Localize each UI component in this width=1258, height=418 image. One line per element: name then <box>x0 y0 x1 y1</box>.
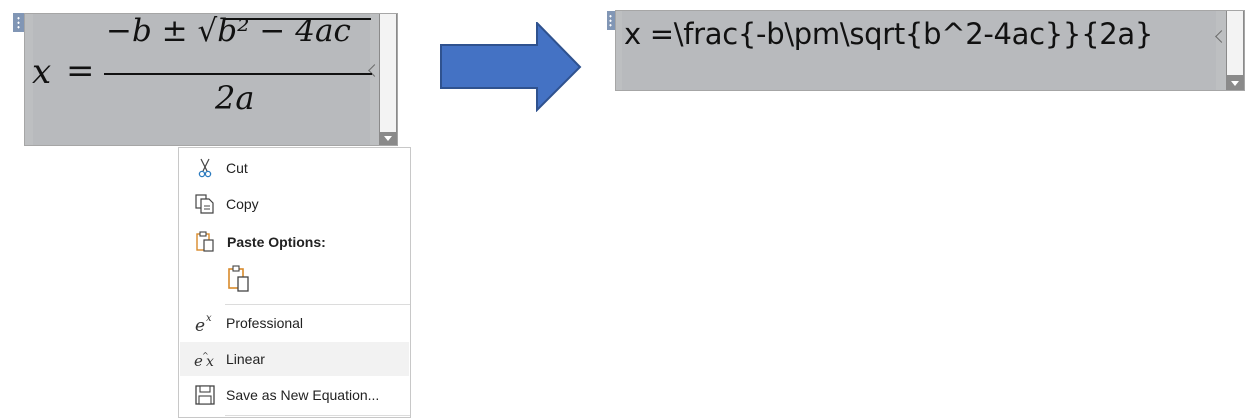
equation-context-menu: Cut Copy Paste Options: e x Professional <box>178 147 411 418</box>
menu-label-save-equation: Save as New Equation... <box>226 387 380 403</box>
clipboard-icon <box>196 231 214 252</box>
svg-text:x: x <box>206 313 212 324</box>
save-icon <box>195 385 215 405</box>
equation-content-area[interactable] <box>33 14 370 145</box>
equation-variable-x: x <box>32 52 52 92</box>
menu-label-paste-options: Paste Options: <box>227 234 326 250</box>
menu-label-linear: Linear <box>226 351 265 367</box>
equation-box-linear[interactable] <box>615 10 1245 91</box>
equation-denominator: 2a <box>215 79 255 117</box>
equation-drag-handle[interactable] <box>13 13 24 32</box>
menu-item-linear[interactable]: e ^ x Linear <box>180 342 409 376</box>
fraction-bar <box>104 73 372 75</box>
linear-equation-text: x =\frac{-b\pm\sqrt{b^2-4ac}}{2a} <box>624 17 1153 51</box>
menu-item-copy[interactable]: Copy <box>180 187 409 221</box>
equation-options-dropdown-icon[interactable] <box>384 136 392 141</box>
linear-equation-options-bar[interactable] <box>1226 11 1244 90</box>
menu-label-cut: Cut <box>226 160 248 176</box>
svg-text:x: x <box>206 354 214 370</box>
menu-separator-bottom <box>225 415 410 416</box>
svg-text:e: e <box>194 352 203 370</box>
equation-options-bar[interactable] <box>379 14 397 145</box>
sqrt-overline <box>223 18 371 20</box>
linear-format-icon: e ^ x <box>194 351 214 370</box>
right-arrow-icon <box>440 22 582 112</box>
scissors-icon <box>198 158 212 178</box>
equation-equals: = <box>66 51 95 91</box>
equation-numerator: −b ± √b² − 4ac <box>106 13 351 49</box>
copy-icon <box>195 194 214 214</box>
numerator-minus-b: −b ± <box>106 13 198 49</box>
paste-keep-text-button[interactable] <box>226 265 252 293</box>
menu-section-paste-options: Paste Options: <box>180 225 409 259</box>
svg-text:e: e <box>195 316 205 334</box>
linear-equation-drag-handle[interactable] <box>607 11 615 30</box>
professional-format-icon: e x <box>195 313 212 334</box>
menu-item-save-equation[interactable]: Save as New Equation... <box>180 378 409 412</box>
linear-equation-dropdown-icon[interactable] <box>1231 81 1239 86</box>
equation-box-professional[interactable] <box>24 13 398 146</box>
menu-item-professional[interactable]: e x Professional <box>180 306 409 340</box>
sqrt-symbol: √ <box>197 13 218 49</box>
menu-label-copy: Copy <box>226 196 259 212</box>
menu-label-professional: Professional <box>226 315 304 331</box>
svg-text:^: ^ <box>202 351 209 360</box>
linear-equation-content-area[interactable] <box>622 11 1216 90</box>
menu-item-cut[interactable]: Cut <box>180 151 409 185</box>
menu-separator <box>225 304 410 305</box>
